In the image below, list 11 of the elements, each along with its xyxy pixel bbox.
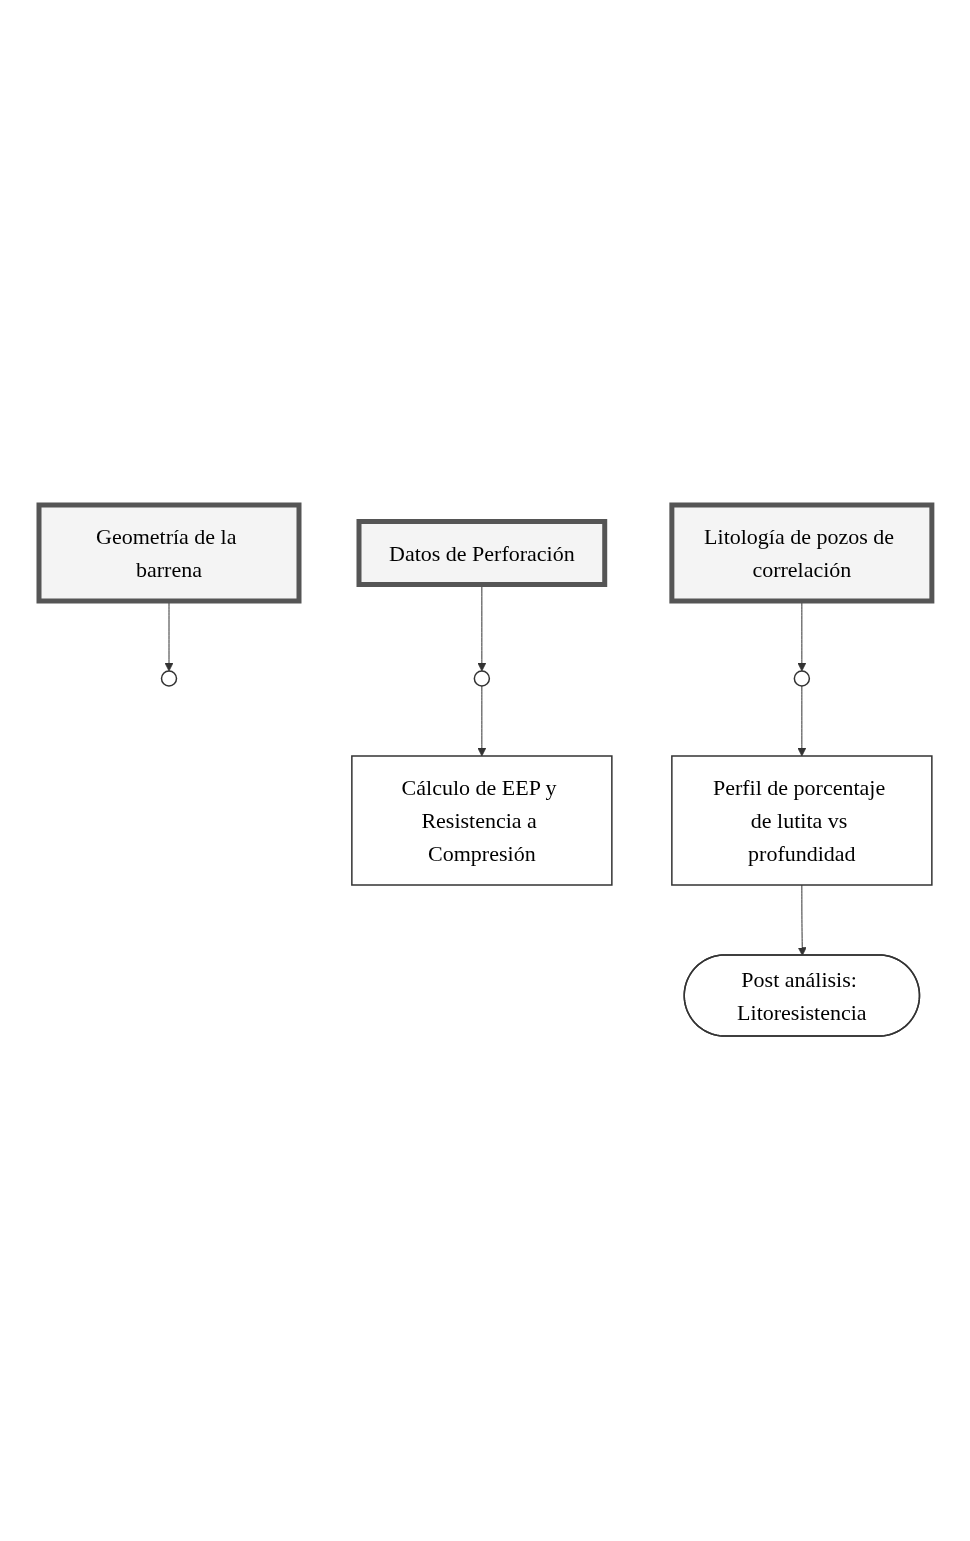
arrow — [797, 685, 806, 757]
arrow — [477, 685, 486, 757]
node-circle — [473, 670, 490, 687]
node-circle — [793, 670, 810, 687]
node-box: Litología de pozos de correlación — [668, 502, 934, 604]
node-box: Datos de Perforación — [356, 519, 607, 587]
arrow — [797, 884, 807, 956]
node-box: Geometría de la barrena — [36, 502, 302, 604]
node-circle — [160, 670, 177, 687]
node-box: Perfil de porcentaje de lutita vs profundidad — [670, 755, 933, 886]
node-box: Cálculo de EEP y Resistencia a Compresión — [350, 755, 613, 886]
